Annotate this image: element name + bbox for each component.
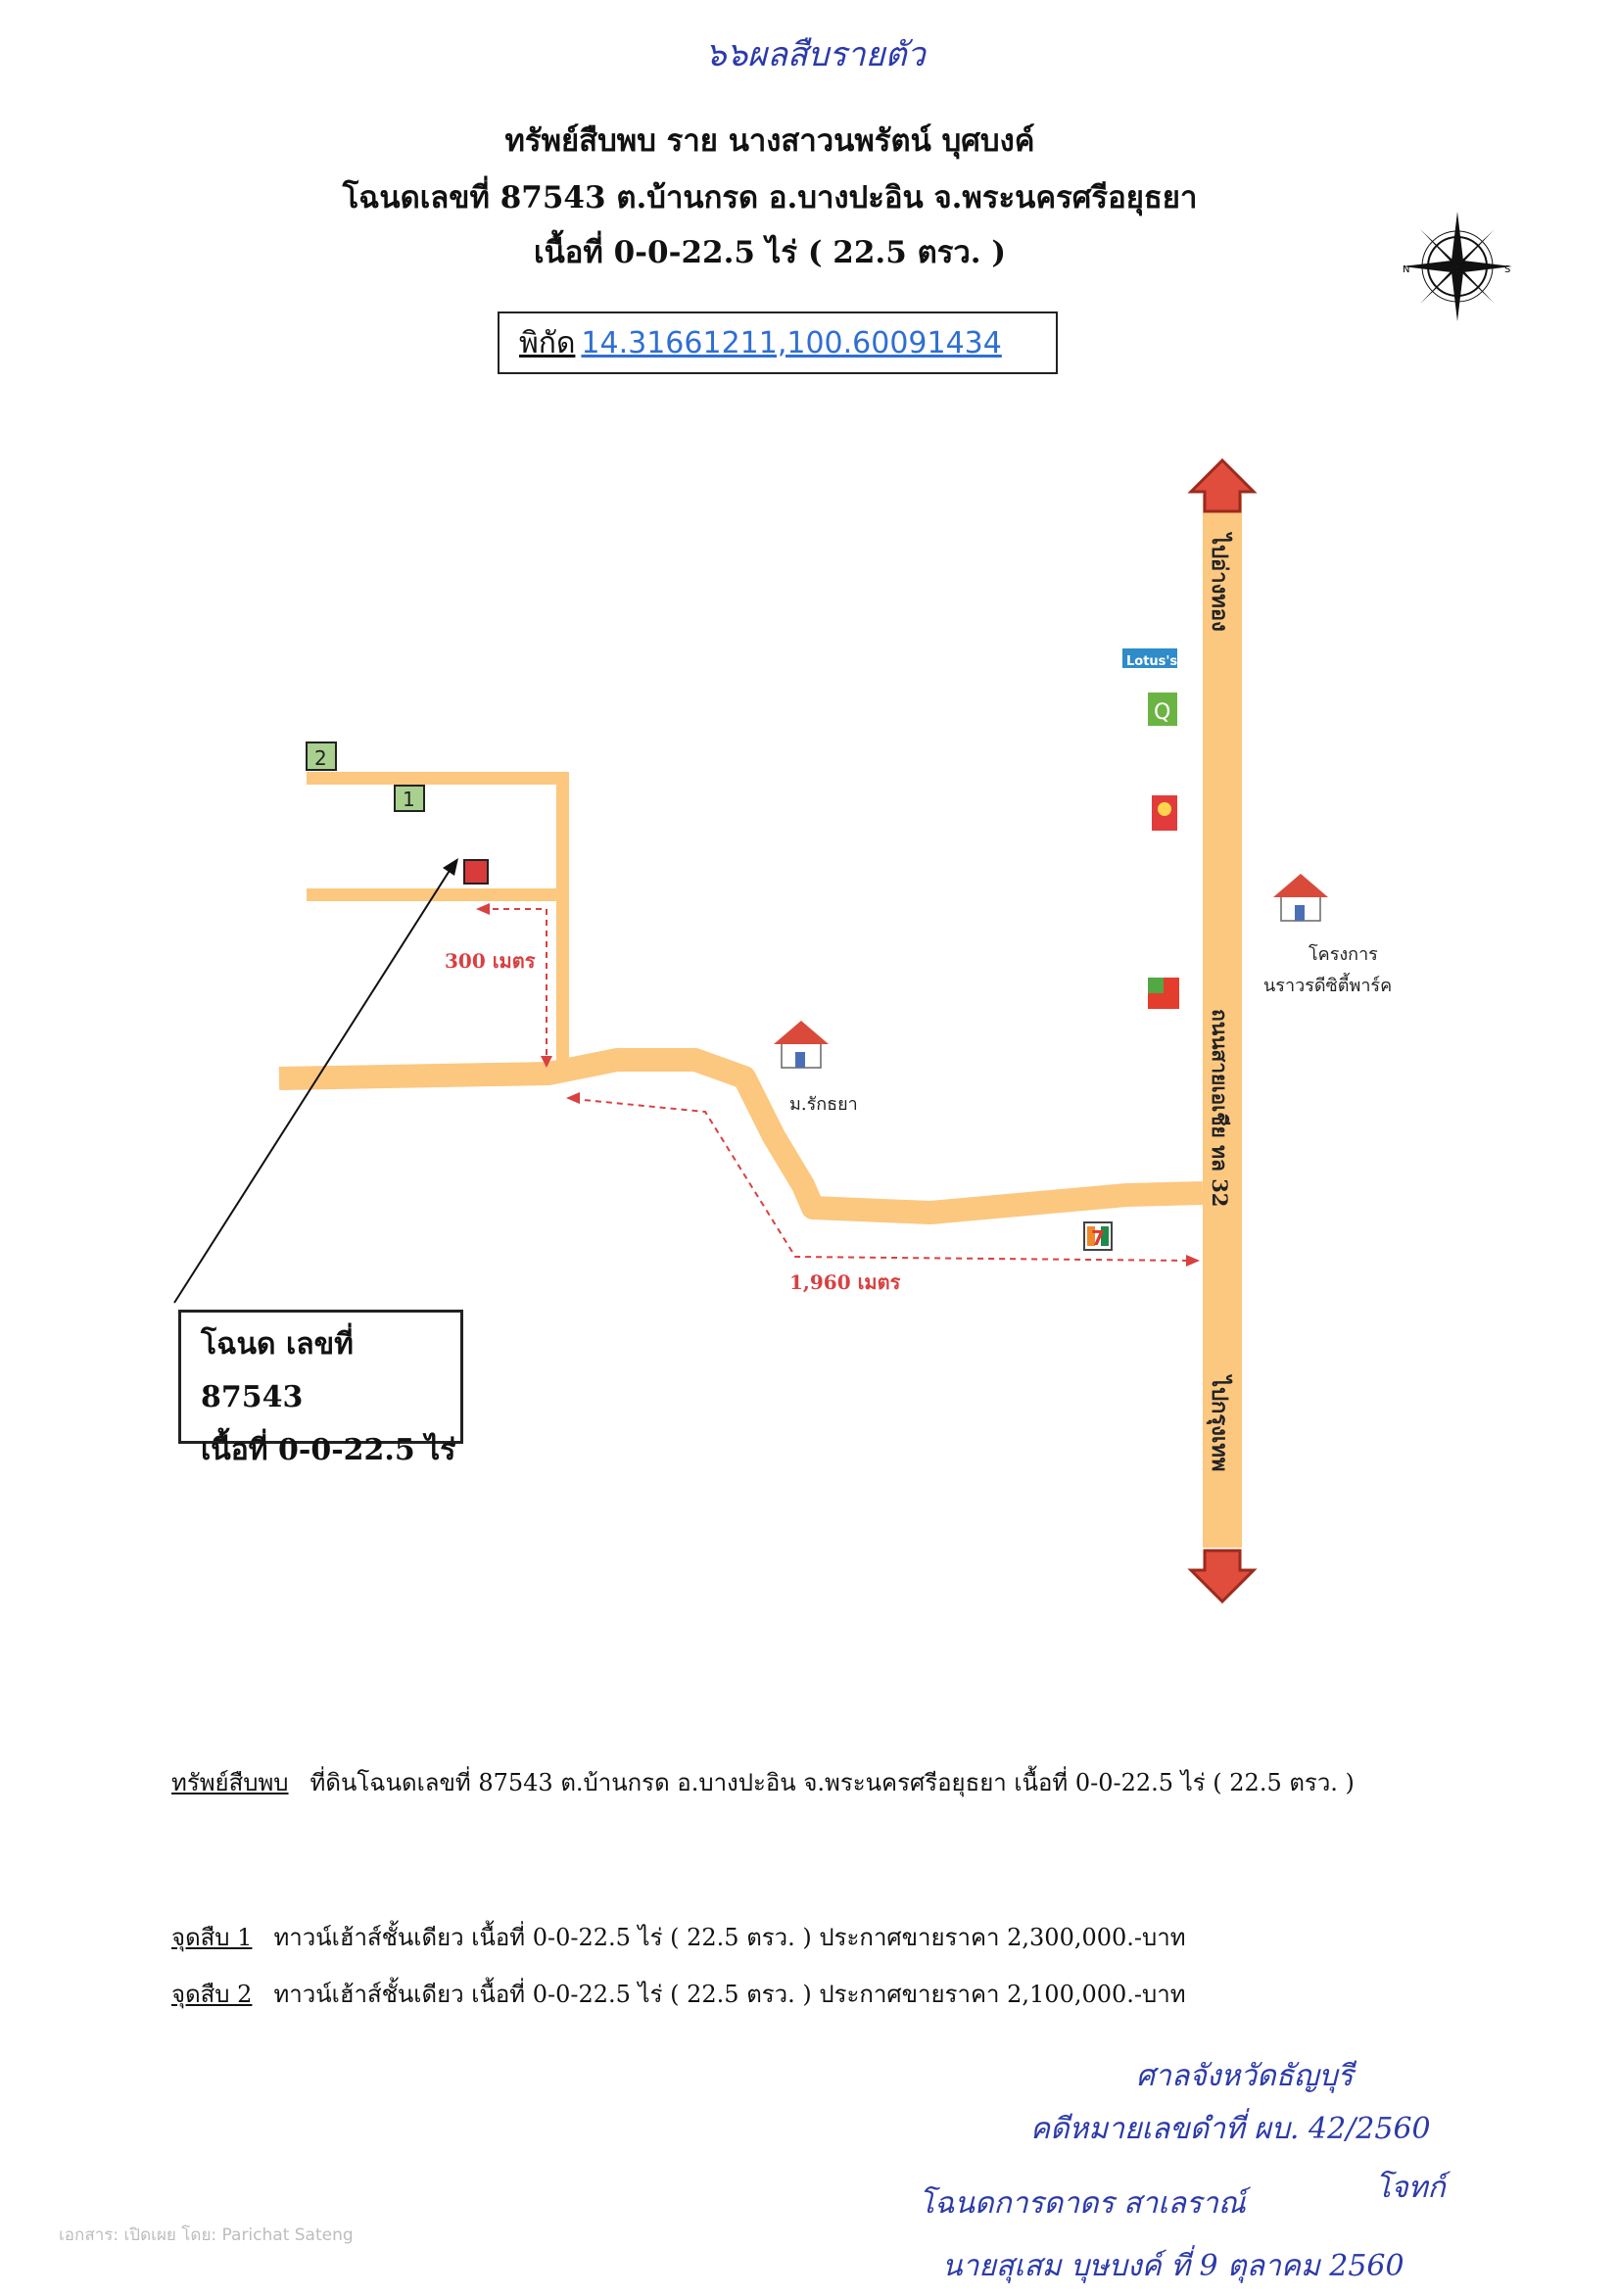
handwritten-annotation-top: ๖๖ผลสืบรายตัว — [705, 35, 926, 74]
arrow-left-icon — [476, 903, 490, 915]
store-q-icon — [1148, 693, 1177, 726]
marker-2-box — [306, 741, 337, 771]
compass-n-label: N — [1403, 264, 1409, 275]
road-label-bottom: ไปกรุงเทพ — [1206, 1374, 1233, 1471]
marker-1-box — [394, 785, 425, 812]
village-label: ม.รักธยา — [789, 1094, 858, 1115]
marker-2-label: 2 — [314, 746, 327, 770]
title-line-3: เนื้อที่ 0-0-22.5 ไร่ ( 22.5 ตรว. ) — [533, 235, 1007, 270]
arrow-down-icon — [1187, 1549, 1258, 1604]
distance-line-1960 — [573, 1098, 1191, 1262]
footer-line-1-label: ทรัพย์สืบพบ — [171, 1769, 289, 1796]
watermark-text: เอกสาร: เปิดเผย โดย: Parichat Sateng — [59, 2225, 354, 2245]
road-label-top: ไปอ่างทอง — [1207, 532, 1233, 632]
compass-s-label: S — [1504, 264, 1510, 275]
side-road-middle — [307, 888, 569, 901]
lotus-label: Lotus's — [1126, 654, 1177, 669]
arrow-up-icon — [1187, 457, 1258, 513]
arrow-down-small-icon — [541, 1056, 552, 1068]
coordinates-link[interactable]: 14.31661211,100.60091434 — [581, 325, 1002, 360]
signature-line-1: ศาลจังหวัดธัญบุรี — [1136, 2059, 1354, 2093]
compass-rose-icon: N S — [1403, 212, 1512, 321]
footer-line-2-label: จุดสืบ 1 — [171, 1924, 253, 1951]
side-road-vertical — [556, 772, 569, 1066]
pointer-line — [173, 865, 453, 1304]
arrow-left-icon-2 — [566, 1092, 580, 1104]
project-label-line1: โครงการ — [1309, 943, 1378, 965]
deed-number: โฉนด เลขที่ 87543 — [201, 1327, 354, 1414]
footer-line-3: จุดสืบ 2 ทาวน์เฮ้าส์ชั้นเดียว เนื้อที่ 0-… — [171, 1975, 1186, 2013]
deed-area: เนื้อที่ 0-0-22.5 ไร่ — [201, 1433, 456, 1467]
project-label-line2: นราวรดีซิตี้พาร์ค — [1263, 973, 1392, 996]
title-line-2: โฉนดเลขที่ 87543 ต.บ้านกรด อ.บางปะอิน จ.… — [342, 180, 1198, 215]
arrow-right-icon — [1186, 1255, 1200, 1267]
footer-line-3-label: จุดสืบ 2 — [171, 1981, 253, 2008]
highway-label: ถนนสายเอเชีย ทล 32 — [1208, 1009, 1232, 1207]
highway — [1203, 495, 1242, 1548]
side-road-top — [307, 772, 569, 785]
plot-marker — [463, 859, 489, 885]
coordinates-label: พิกัด — [519, 325, 576, 360]
signature-line-3: โจทก์ — [1375, 2171, 1446, 2205]
distance-label-1960: 1,960 เมตร — [789, 1270, 901, 1294]
footer-line-2: จุดสืบ 1 ทาวน์เฮ้าส์ชั้นเดียว เนื้อที่ 0-… — [171, 1918, 1186, 1956]
coordinates-box: พิกัด 14.31661211,100.60091434 — [498, 311, 1058, 374]
title-line-1: ทรัพย์สืบพบ ราย นางสาวนพรัตน์ บุศบงค์ — [504, 123, 1035, 159]
footer-line-1: ทรัพย์สืบพบ ที่ดินโฉนดเลขที่ 87543 ต.บ้าน… — [171, 1763, 1355, 1801]
lotus-icon — [1122, 648, 1177, 668]
house-icon-village — [774, 1021, 829, 1069]
house-icon-project — [1273, 874, 1328, 922]
footer-line-1-text: ที่ดินโฉนดเลขที่ 87543 ต.บ้านกรด อ.บางปะ… — [309, 1769, 1355, 1796]
footer-line-3-text: ทาวน์เฮ้าส์ชั้นเดียว เนื้อที่ 0-0-22.5 ไ… — [273, 1981, 1186, 2008]
distance-label-300: 300 เมตร — [445, 949, 536, 973]
main-road — [278, 1048, 1204, 1224]
signature-line-2: คดีหมายเลขดำที่ ผบ. 42/2560 — [1030, 2112, 1431, 2146]
deed-info-box: โฉนด เลขที่ 87543 เนื้อที่ 0-0-22.5 ไร่ — [178, 1310, 463, 1467]
signature-line-4: โฉนดการดาดร สาเลราณ์ — [919, 2186, 1246, 2221]
footer-line-2-text: ทาวน์เฮ้าส์ชั้นเดียว เนื้อที่ 0-0-22.5 ไ… — [273, 1924, 1186, 1951]
marker-1-label: 1 — [403, 788, 415, 811]
distance-line-300 — [482, 908, 547, 1063]
signature-line-5: นายสุเสม บุษบงค์ ที่ 9 ตุลาคม 2560 — [942, 2249, 1404, 2283]
seven-eleven-label: 7 — [1091, 1226, 1105, 1250]
svg-text:Q: Q — [1154, 700, 1170, 725]
pointer-arrowhead — [443, 858, 458, 876]
